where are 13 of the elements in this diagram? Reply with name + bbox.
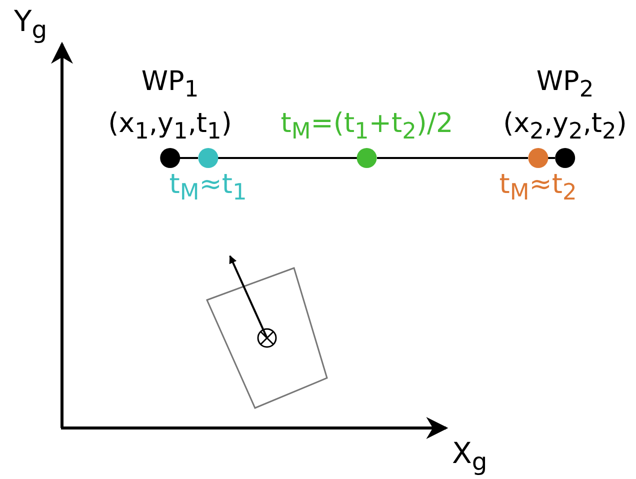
waypoint-label: WP$_{1}$	[141, 65, 199, 105]
path-segment	[218, 157, 357, 159]
path-segment	[548, 157, 555, 159]
time-label: t$_{M}$≈t$_{1}$	[169, 168, 247, 208]
time-label: t$_{M}$=(t$_{1}$+t$_{2}$)/2	[280, 106, 454, 146]
waypoint-label: WP$_{2}$	[536, 65, 594, 105]
path-segment	[377, 157, 528, 159]
coordinate-label: (x$_{2}$,y$_{2}$,t$_{2}$)	[503, 106, 627, 146]
axis-label: Y$_{g}$	[14, 4, 48, 46]
path-segment	[180, 157, 198, 159]
time-label: t$_{M}$≈t$_{2}$	[499, 168, 577, 208]
coordinate-label: (x$_{1}$,y$_{1}$,t$_{1}$)	[108, 106, 232, 146]
axis-label: X$_{g}$	[452, 436, 488, 478]
